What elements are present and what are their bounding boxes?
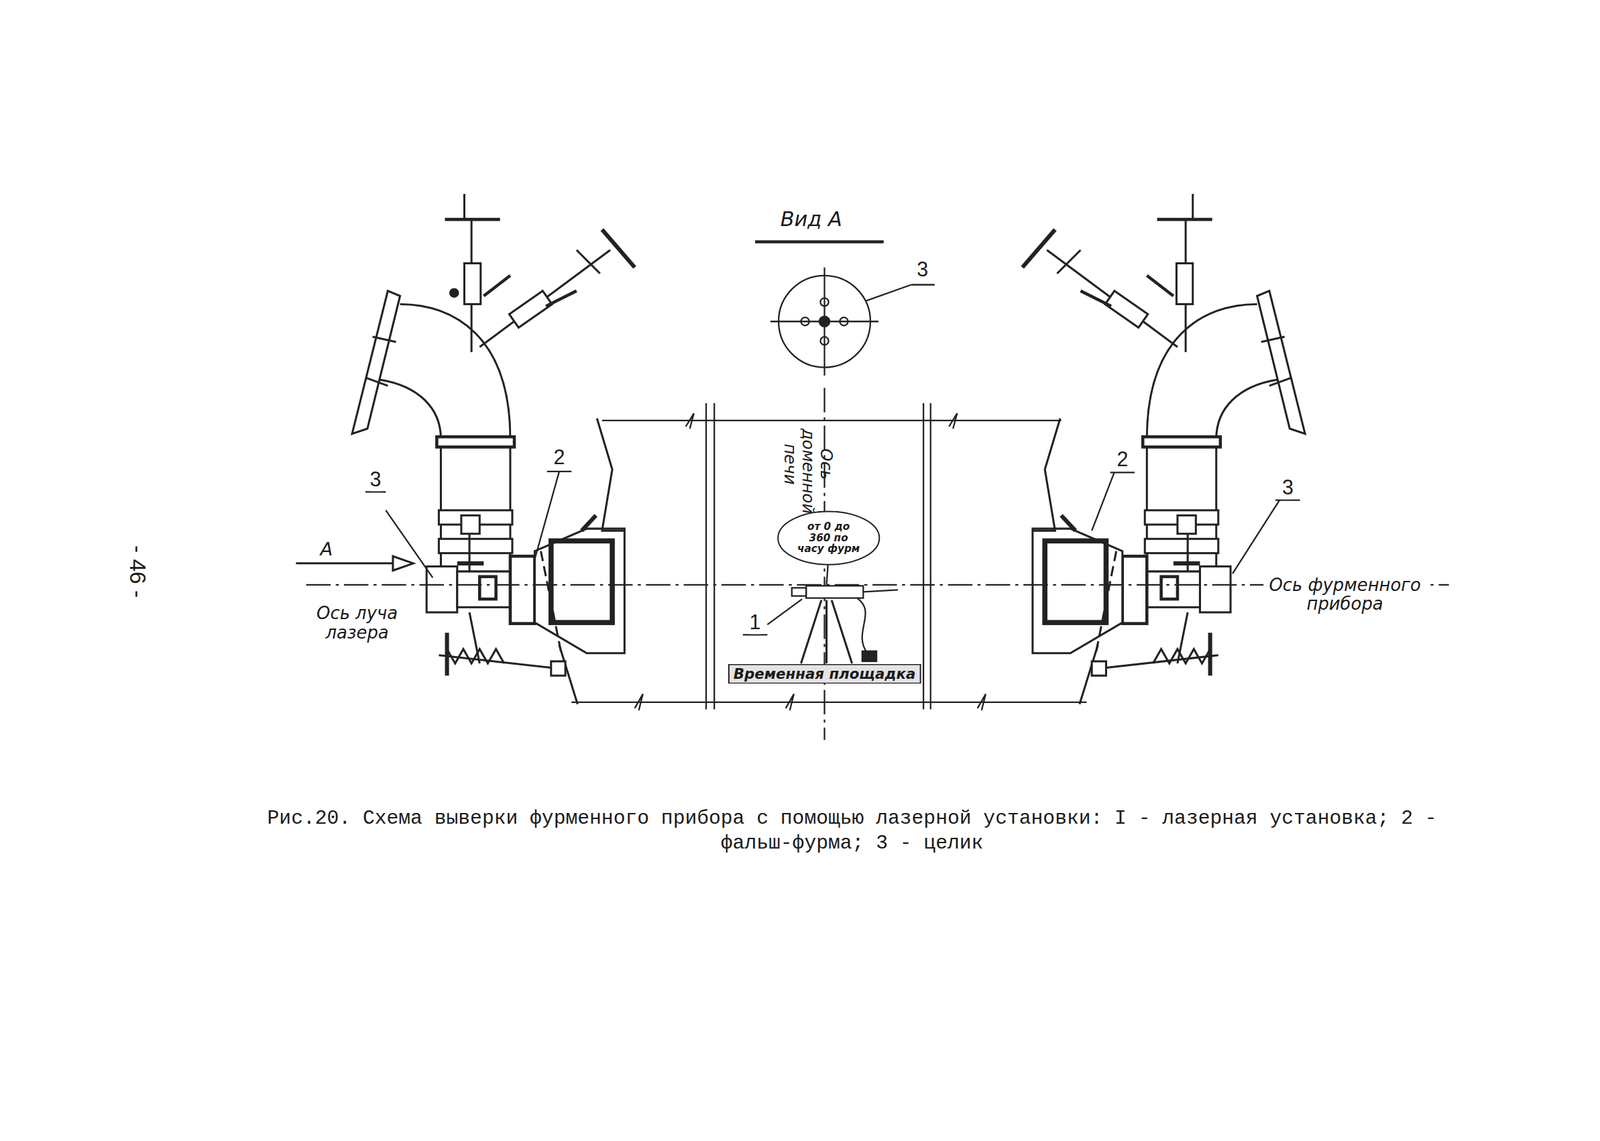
callout-number: 3: [370, 468, 382, 491]
page-number: - 46 -: [125, 545, 151, 598]
view-title: Вид А: [780, 207, 843, 231]
view-arrow-label: А: [320, 539, 334, 560]
callout-number: 2: [1116, 447, 1128, 471]
node-text: Временная площадка: [733, 665, 917, 682]
node-text: от 0 до 360 по часу фурм: [796, 521, 860, 555]
axis-label: Ось доменной печи: [781, 428, 835, 501]
figure-caption: Рис.20. Схема выверки фурменного прибора…: [260, 806, 1444, 856]
temporary-platform: Временная площадка: [726, 663, 923, 684]
callout-number: 1: [749, 610, 762, 634]
callout-number: 2: [553, 445, 565, 469]
angle-note-oval: от 0 до 360 по часу фурм: [775, 509, 882, 566]
callout-number: 3: [1282, 476, 1294, 499]
axis-label: Ось луча лазера: [311, 603, 404, 642]
axis-label: Ось фурменного прибора: [1263, 574, 1427, 613]
callout-number: 3: [916, 258, 929, 281]
